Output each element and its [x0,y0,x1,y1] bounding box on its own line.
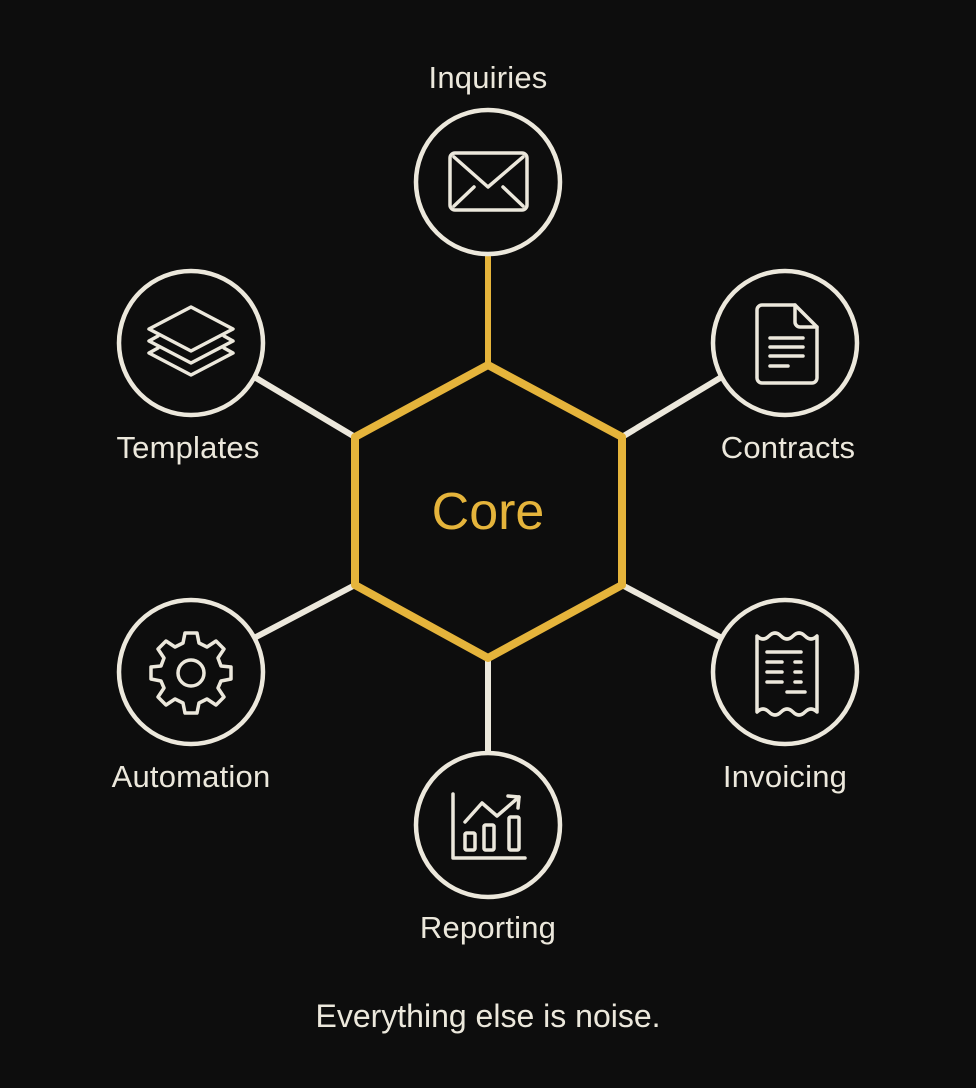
core-label: Core [431,483,545,541]
label-contracts: Contracts [720,430,856,465]
connector-invoicing [619,582,723,640]
tagline: Everything else is noise. [315,998,661,1034]
connector-contracts [619,375,723,440]
layers-icon [147,305,235,377]
label-reporting: Reporting [419,910,557,945]
node-templates[interactable] [116,268,266,418]
document-icon [755,303,819,385]
envelope-icon [448,151,529,212]
label-automation: Automation [111,759,271,794]
gear-icon [149,631,233,715]
receipt-icon [755,631,819,717]
label-invoicing: Invoicing [722,759,848,794]
node-contracts[interactable] [710,268,860,418]
core-hexagon [351,361,626,662]
label-templates: Templates [116,430,260,465]
node-invoicing[interactable] [710,597,860,747]
label-inquiries: Inquiries [428,60,548,95]
connector-automation [253,582,358,640]
node-automation[interactable] [116,597,266,747]
bar-chart-trend-icon [451,792,527,860]
node-inquiries[interactable] [413,107,563,257]
connector-templates [253,375,358,440]
